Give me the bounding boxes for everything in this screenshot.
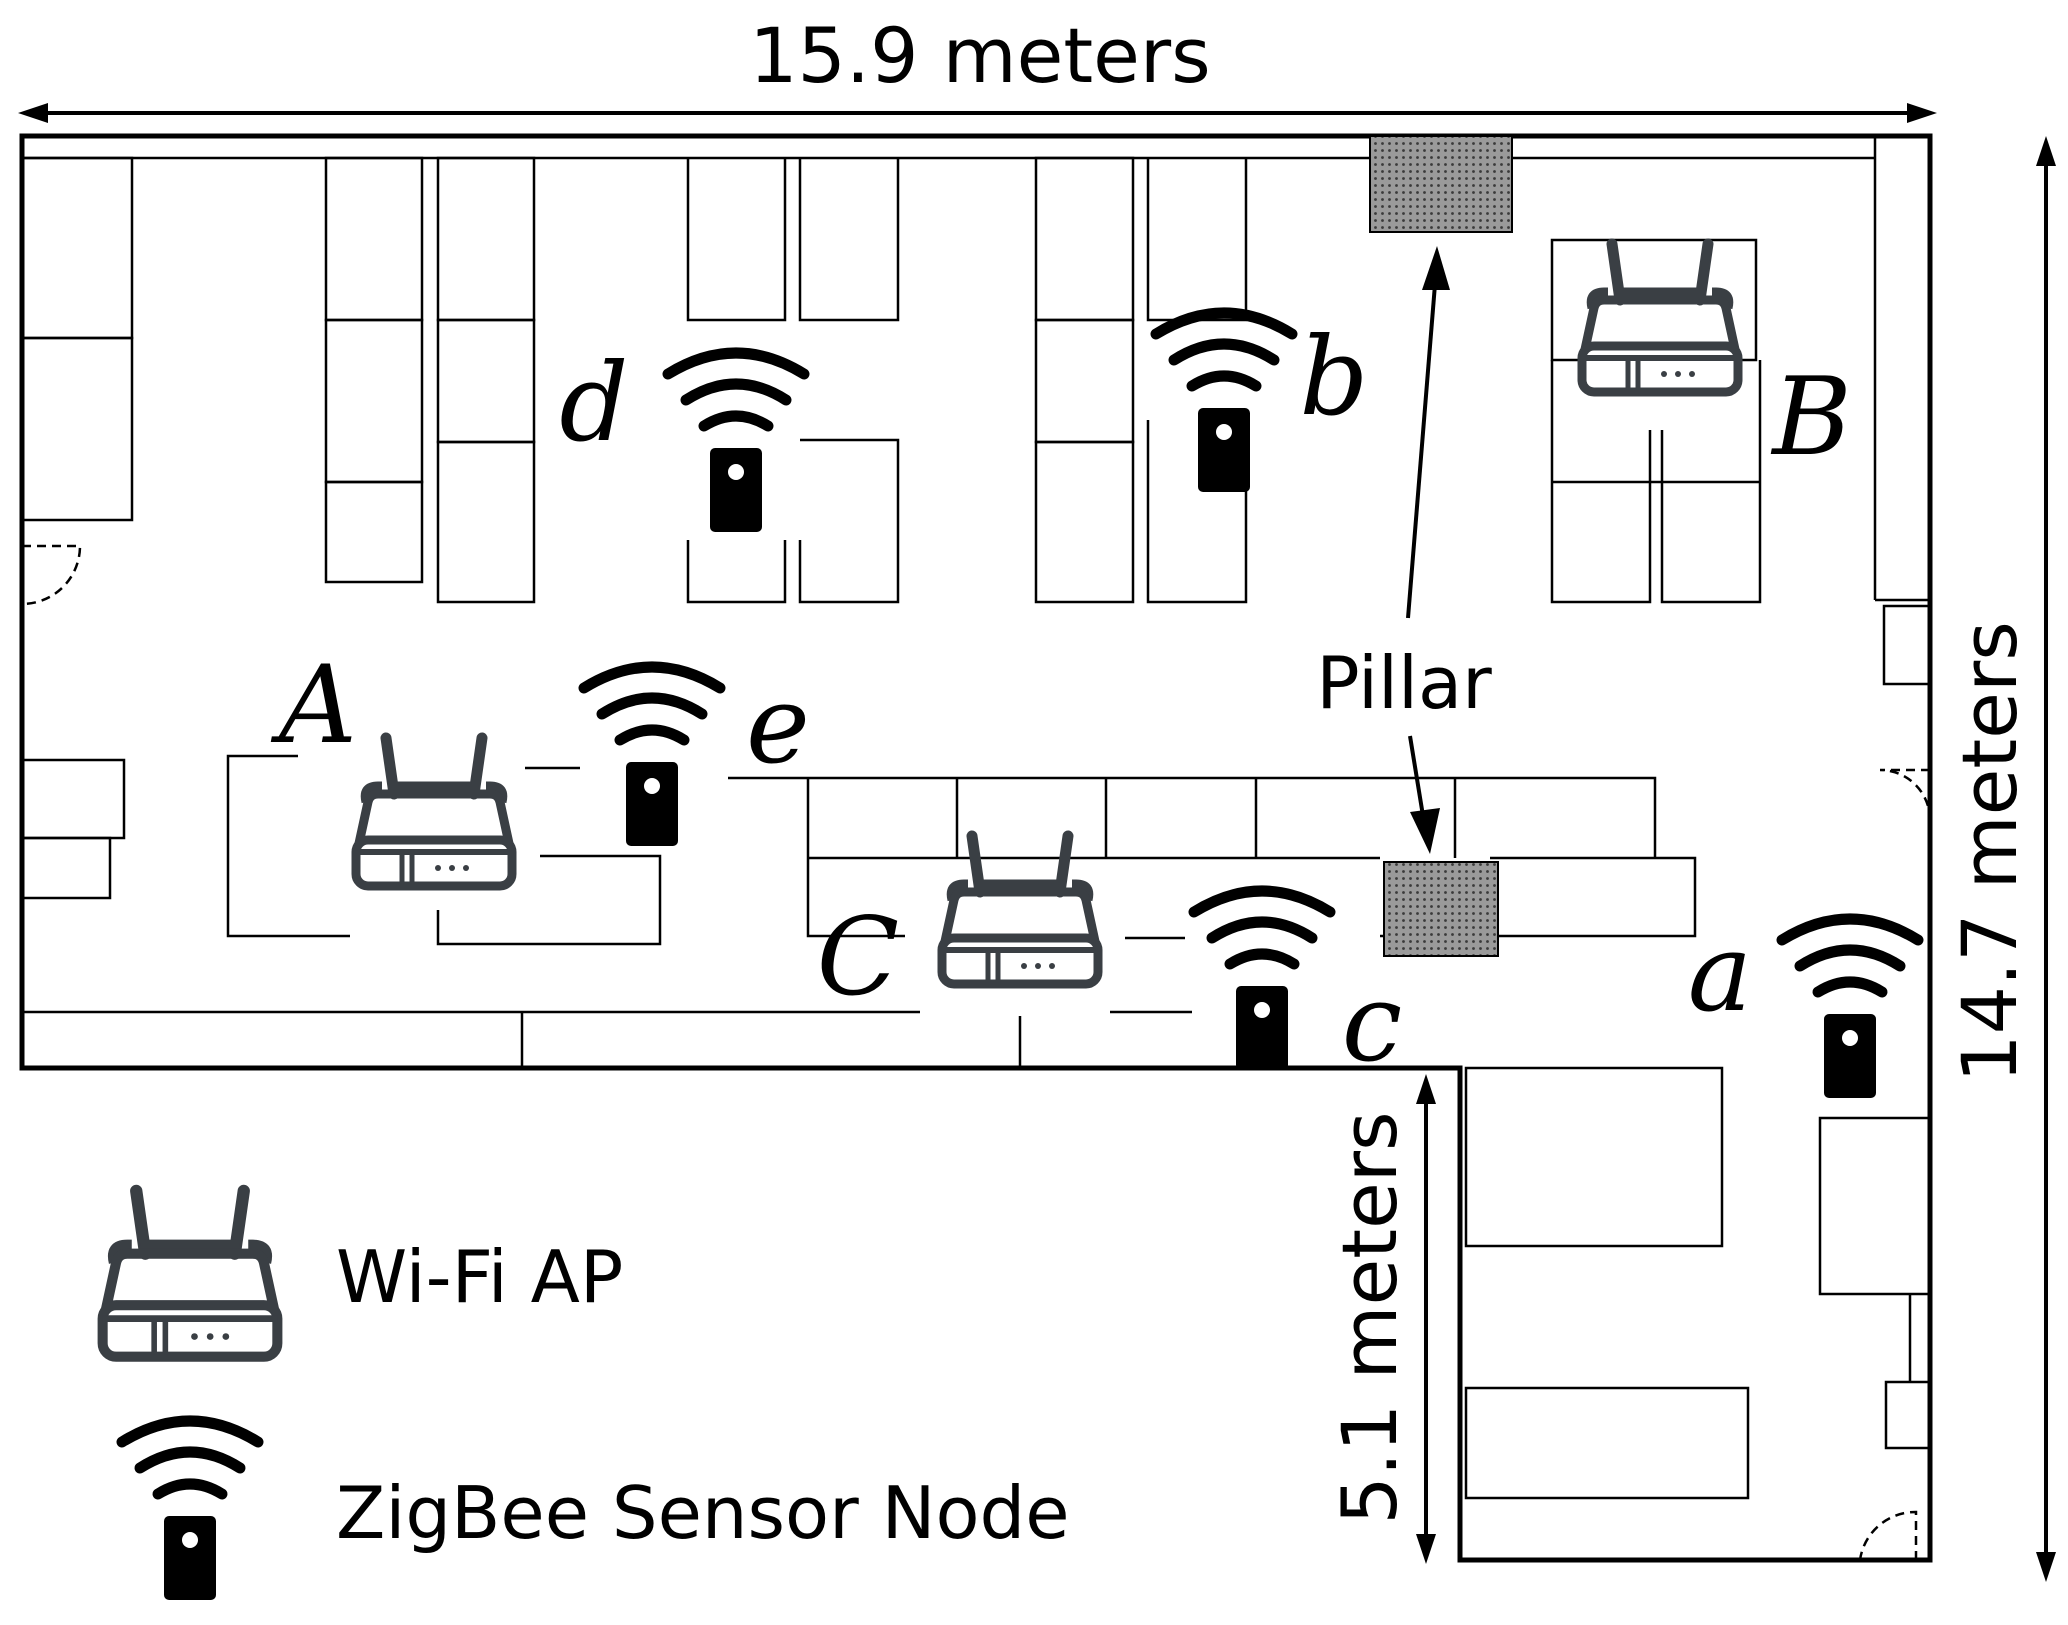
wing-cabinet bbox=[1884, 1380, 1932, 1450]
wifi-sensor-node-icon bbox=[1782, 919, 1918, 1098]
desk bbox=[436, 854, 662, 946]
cabinet bbox=[1882, 604, 1932, 686]
wing-arrow-bottom bbox=[1416, 1534, 1436, 1564]
desk bbox=[436, 156, 536, 322]
cabinet bbox=[20, 836, 112, 900]
desk bbox=[324, 318, 424, 484]
wing-desk bbox=[1464, 1386, 1750, 1500]
sensor-node-label: c bbox=[1342, 961, 1403, 1086]
legend-sensor-label: ZigBee Sensor Node bbox=[336, 1471, 1070, 1555]
sensor-node-d: d bbox=[559, 341, 804, 532]
access-point-B: B bbox=[1582, 244, 1852, 480]
sensor-node-e: e bbox=[584, 663, 810, 846]
pillar-arrow-up-head bbox=[1422, 246, 1450, 290]
height-dimension: 14.7 meters bbox=[1945, 136, 2056, 1582]
cabinet bbox=[20, 156, 134, 340]
sensor-node-a: a bbox=[1688, 911, 1918, 1098]
desk bbox=[324, 156, 424, 322]
width-dimension-label: 15.9 meters bbox=[749, 11, 1211, 100]
access-point-C: C bbox=[817, 836, 1098, 1020]
desk bbox=[1146, 420, 1248, 604]
legend: Wi-Fi AP ZigBee Sensor Node bbox=[103, 1191, 1070, 1600]
desk bbox=[686, 540, 787, 604]
wing-cabinet bbox=[1818, 1116, 1932, 1296]
wifi-sensor-node-icon bbox=[1194, 891, 1330, 1070]
desk bbox=[686, 158, 787, 322]
sensor-node-c: c bbox=[1194, 891, 1402, 1086]
cabinet bbox=[20, 758, 126, 840]
wing-desk bbox=[1464, 1066, 1724, 1248]
pillar-arrow-down-line bbox=[1408, 735, 1426, 823]
door-left bbox=[21, 544, 82, 606]
door-right bbox=[1879, 768, 1932, 821]
pillar-arrow-down-head bbox=[1410, 808, 1440, 854]
legend-ap: Wi-Fi AP bbox=[103, 1191, 623, 1357]
wifi-sensor-node-icon bbox=[668, 353, 804, 532]
pillar-bottom bbox=[1383, 861, 1499, 957]
sensor-node-label: a bbox=[1688, 911, 1752, 1036]
height-dimension-label: 14.7 meters bbox=[1945, 621, 2034, 1083]
desk bbox=[1034, 318, 1135, 444]
pillar-top bbox=[1369, 135, 1513, 233]
wifi-sensor-node-icon bbox=[1156, 313, 1292, 492]
access-point-label: A bbox=[270, 643, 357, 768]
desk bbox=[324, 480, 424, 584]
desk bbox=[1146, 158, 1248, 322]
access-point-label: B bbox=[1770, 355, 1851, 480]
pillar-label: Pillar bbox=[1316, 641, 1492, 725]
wing-arrow-top bbox=[1416, 1074, 1436, 1104]
wifi-sensor-node-icon bbox=[122, 1421, 258, 1600]
wifi-router-icon bbox=[356, 738, 512, 886]
pillar-arrow-up-line bbox=[1406, 271, 1438, 619]
desk bbox=[436, 440, 536, 604]
desk-row bbox=[1380, 856, 1697, 938]
width-dimension: 15.9 meters bbox=[18, 11, 1937, 123]
desk bbox=[798, 158, 900, 322]
height-arrow-top bbox=[2036, 136, 2056, 166]
desk bbox=[436, 318, 536, 444]
access-point-label: C bbox=[817, 895, 900, 1020]
door-wing bbox=[1858, 1510, 1918, 1561]
sensor-node-label: b bbox=[1299, 315, 1368, 440]
width-arrow-left bbox=[18, 103, 48, 123]
wifi-sensor-node-icon bbox=[584, 667, 720, 846]
access-point-A: A bbox=[270, 643, 512, 886]
wifi-router-icon bbox=[1582, 244, 1738, 392]
sensor-node-label: e bbox=[746, 663, 810, 788]
desk bbox=[226, 754, 350, 938]
desk bbox=[798, 438, 900, 604]
sensor-node-b: b bbox=[1156, 313, 1369, 492]
desk bbox=[1034, 440, 1135, 604]
cabinet bbox=[20, 336, 134, 522]
desk-row bbox=[728, 776, 1657, 858]
wing-dimension-label: 5.1 meters bbox=[1325, 1111, 1414, 1524]
width-arrow-right bbox=[1907, 103, 1937, 123]
doors bbox=[21, 544, 1932, 1561]
outer-walls bbox=[19, 133, 1933, 1563]
height-arrow-bottom bbox=[2036, 1552, 2056, 1582]
wifi-router-icon bbox=[103, 1191, 278, 1357]
legend-sensor: ZigBee Sensor Node bbox=[122, 1421, 1070, 1600]
desk bbox=[1034, 156, 1135, 322]
desk-row bbox=[806, 778, 905, 938]
wing-dimension: 5.1 meters bbox=[1325, 1074, 1436, 1564]
pillar-annotation: Pillar bbox=[1316, 246, 1492, 854]
legend-ap-label: Wi-Fi AP bbox=[336, 1235, 623, 1319]
sensor-node-label: d bbox=[559, 341, 628, 466]
